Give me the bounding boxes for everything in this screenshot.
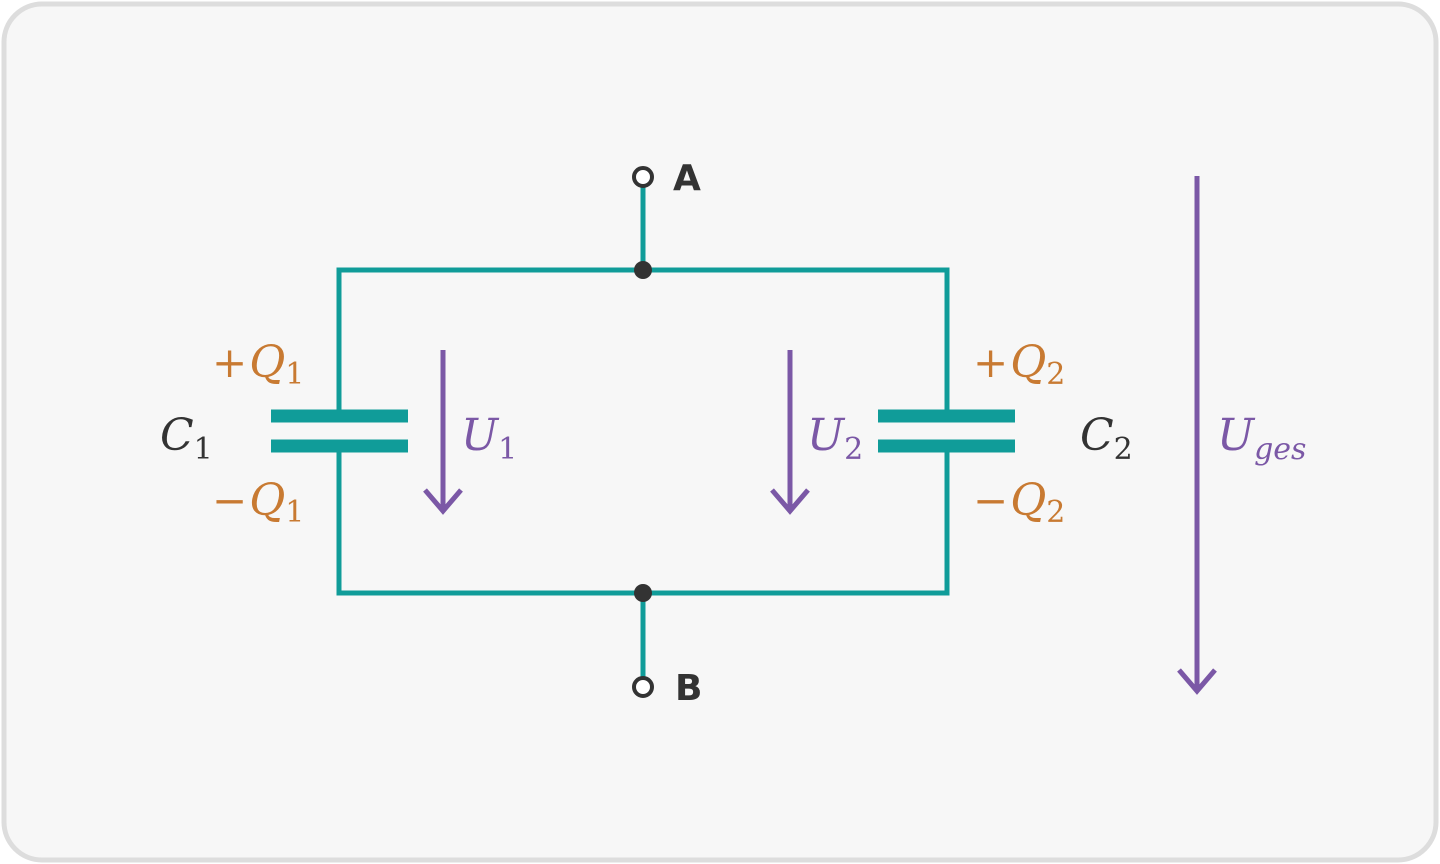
voltage-arrow-u1	[423, 350, 463, 515]
voltage-arrow-uges	[1177, 176, 1217, 695]
junction-node-top	[634, 261, 652, 279]
c1-positive-charge-label: +Q1	[212, 337, 304, 392]
wire-top-right	[643, 267, 950, 410]
junction-node-bottom	[634, 584, 652, 602]
capacitor-c2	[878, 409, 1015, 453]
c1-label: C1	[160, 410, 213, 467]
c2-negative-charge-label: −Q2	[973, 475, 1065, 530]
capacitor-c1	[271, 409, 408, 453]
terminal-b-circle	[632, 676, 654, 698]
wire-bottom-right	[643, 448, 950, 596]
c2-label: C2	[1080, 410, 1133, 467]
terminal-a-label: A	[673, 158, 701, 199]
c1-negative-charge-label: −Q1	[212, 475, 304, 530]
terminal-b-label: B	[675, 668, 702, 709]
u1-label: U1	[461, 410, 517, 467]
wire-top-left	[336, 267, 643, 410]
wires	[336, 187, 950, 677]
voltage-arrow-u2	[770, 350, 810, 515]
u2-label: U2	[807, 410, 863, 467]
uges-label: Uges	[1217, 410, 1306, 467]
wire-bottom-left	[336, 448, 643, 596]
c2-positive-charge-label: +Q2	[973, 337, 1065, 392]
terminal-a-circle	[632, 166, 654, 188]
